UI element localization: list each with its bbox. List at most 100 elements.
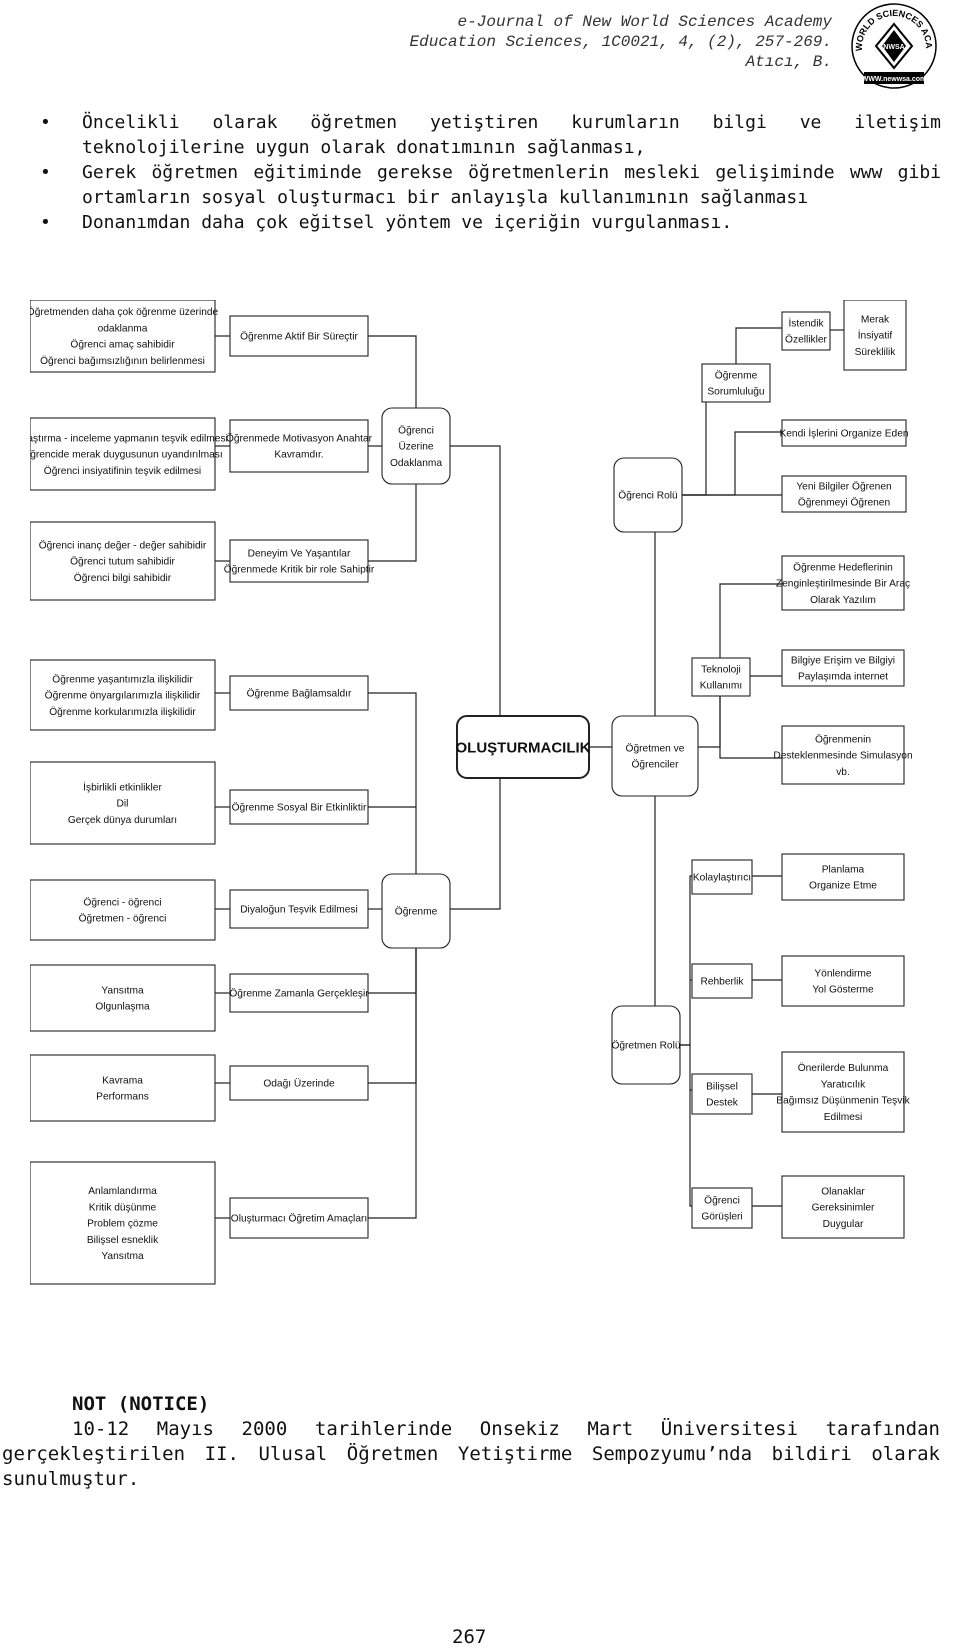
connector-line	[368, 484, 417, 562]
box-merak-label: İnsiyatif	[858, 329, 893, 342]
cause-box-label: Öğretmen - öğrenci	[79, 913, 167, 925]
box-yonlendirme-label: Yönlendirme	[814, 968, 872, 979]
cause-box-label: Yansıtma	[101, 985, 144, 996]
box-simulasyon-label: Desteklenmesinde Simulasyon	[773, 751, 912, 762]
cause-box-label: Öğrenme önyargılarımızla ilişkilidir	[45, 690, 201, 702]
principle-box-label: Öğrenme Zamanla Gerçekleşir	[229, 988, 369, 1000]
box-onerilerde-label: Yaratıcılık	[821, 1079, 866, 1090]
principle-box-label: Öğrenmede Kritik bir role Sahiptir	[224, 564, 375, 576]
box-ogrenci-gorusleri-label: Görüşleri	[701, 1212, 742, 1223]
principle-box-label: Odağı Üzerinde	[263, 1078, 335, 1090]
cause-box-label: Öğretmenden daha çok öğrenme üzerinde	[30, 306, 219, 318]
box-onerilerde-label: Bağımsız Düşünmenin Teşvik	[776, 1096, 910, 1107]
hub-ogrenci-rolu-label: Öğrenci Rolü	[618, 490, 678, 502]
cause-box: Öğrenci inanç değer - değer sahibidirÖğr…	[30, 521, 216, 601]
box-ogrenme-hedefleri-label: Olarak Yazılım	[810, 595, 876, 606]
box-yeni-bilgiler-label: Yeni Bilgiler Öğrenen	[796, 480, 891, 492]
principle-box-label: Deneyim Ve Yaşantılar	[248, 548, 351, 559]
principle-box-label: Öğrenme Aktif Bir Süreçtir	[240, 331, 358, 343]
bullet-item: •Gerek öğretmen eğitiminde gerekse öğret…	[40, 162, 941, 208]
journal-citation: Education Sciences, 1C0021, 4, (2), 257-…	[409, 33, 832, 51]
principle-box: Öğrenme Sosyal Bir Etkinliktir	[229, 789, 369, 825]
cause-box-label: Öğrenci amaç sahibidir	[70, 339, 175, 351]
bullet-icon: •	[40, 112, 51, 133]
box-planlama-label: Organize Etme	[809, 881, 877, 892]
connector-line	[368, 948, 417, 1084]
notice-title: NOT (NOTICE)	[72, 1393, 210, 1415]
principle-box: Oluşturmacı Öğretim Amaçları	[229, 1197, 369, 1239]
connector-line	[368, 335, 417, 408]
connector-lines	[215, 327, 844, 1219]
hub-ogretmen-ogrenciler-label: Öğretmen ve	[626, 742, 685, 754]
connector-line	[680, 1044, 692, 1091]
principle-box: Öğrenme Bağlamsaldır	[229, 675, 369, 711]
box-rehberlik-label: Rehberlik	[700, 977, 744, 988]
cause-box-label: Öğrenci bağımsızlığının belirlenmesi	[40, 355, 205, 367]
principle-box-label: Öğrenme Sosyal Bir Etkinliktir	[232, 802, 367, 814]
box-bilissel-destek-label: Destek	[706, 1098, 739, 1109]
cause-box-label: Yansıtma	[101, 1251, 144, 1262]
box-istendik-label: Özellikler	[785, 334, 827, 346]
hub-ogretmen-rolu-label: Öğretmen Rolü	[611, 1040, 680, 1052]
box-istendik-label: İstendik	[788, 316, 824, 329]
central-concept: OLUŞTURMACILIK	[456, 715, 591, 779]
connector-line	[680, 875, 692, 1046]
box-kendi-isleri: Kendi İşlerini Organize Eden	[779, 419, 909, 447]
connector-line	[450, 778, 501, 910]
box-olanaklar-label: Olanaklar	[821, 1186, 865, 1197]
box-onerilerde-label: Edilmesi	[824, 1112, 863, 1123]
principle-box-label: Oluşturmacı Öğretim Amaçları	[231, 1213, 367, 1225]
cause-box-label: Kritik düşünme	[89, 1202, 157, 1213]
cause-box-label: Bilişsel esneklik	[87, 1235, 159, 1246]
cause-box-label: Öğrenci bilgi sahibidir	[74, 572, 172, 584]
cause-box-label: Gerçek dünya durumları	[68, 815, 177, 826]
cause-box-label: Araştırma - inceleme yapmanın teşvik edi…	[30, 433, 228, 444]
box-bilissel-destek-label: Bilişsel	[706, 1081, 738, 1092]
cause-box-label: Dil	[117, 799, 129, 810]
box-yeni-bilgiler-label: Öğrenmeyi Öğrenen	[798, 497, 890, 509]
cause-box: Araştırma - inceleme yapmanın teşvik edi…	[30, 417, 228, 491]
cause-box-label: Anlamlandırma	[88, 1186, 157, 1197]
connector-line	[368, 692, 417, 874]
cause-box: Öğretmenden daha çok öğrenme üzerindeoda…	[30, 300, 219, 373]
bullet-item: •Donanımdan daha çok eğitsel yöntem ve i…	[40, 212, 733, 233]
connector-line	[682, 431, 782, 496]
svg-text:NWSA: NWSA	[883, 44, 904, 51]
box-yonlendirme-label: Yol Gösterme	[812, 985, 874, 996]
nwsa-logo-icon: NEW WORLD SCIENCES ACADEMY NWSA WWW.neww…	[850, 2, 937, 89]
cause-box: Öğrenme yaşantımızla ilişkilidirÖğrenme …	[30, 659, 216, 731]
hub-ogrenci-rolu: Öğrenci Rolü	[613, 457, 683, 533]
box-ogrenme-sorumlulugu-label: Sorumluluğu	[707, 387, 764, 398]
bullet-icon: •	[40, 162, 51, 183]
box-kendi-isleri-label: Kendi İşlerini Organize Eden	[779, 427, 908, 440]
recommendation-list: •Öncelikli olarak öğretmen yetiştiren ku…	[38, 110, 941, 235]
principle-box: Diyaloğun Teşvik Edilmesi	[229, 889, 369, 929]
bullet-icon: •	[40, 212, 51, 233]
svg-text:WWW.newwsa.com: WWW.newwsa.com	[862, 76, 927, 83]
cause-box-label: Öğrenci insiyatifinin teşvik edilmesi	[44, 465, 201, 477]
principle-box: Odağı Üzerinde	[229, 1065, 369, 1101]
central-concept-label: OLUŞTURMACILIK	[456, 739, 591, 756]
hub-ogrenme-label: Öğrenme	[395, 906, 438, 918]
box-merak-label: Merak	[861, 314, 890, 325]
box-kolaylastirici-label: Kolaylaştırıcı	[693, 873, 751, 884]
box-ogrenme-hedefleri-label: Öğrenme Hedeflerinin	[793, 561, 893, 573]
principle-box: Öğrenme Zamanla Gerçekleşir	[229, 973, 369, 1013]
cause-box-label: İşbirlikli etkinlikler	[83, 780, 162, 793]
box-simulasyon-label: vb.	[836, 767, 850, 778]
connector-line	[450, 445, 501, 716]
journal-header: e-Journal of New World Sciences Academy …	[410, 12, 832, 72]
